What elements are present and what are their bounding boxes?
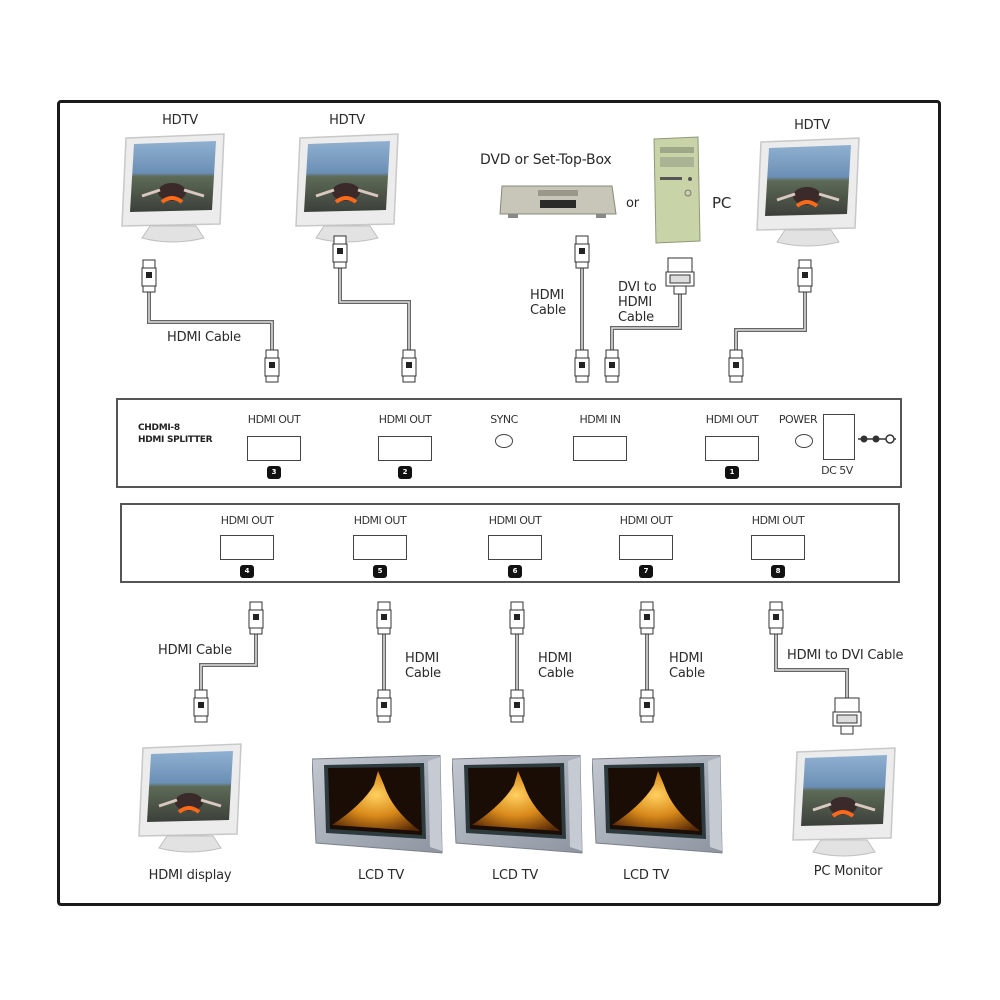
hdmi-plug-icon [639, 689, 655, 723]
hdmi-plug-icon [797, 259, 813, 293]
hdmi-plug-icon [193, 689, 209, 723]
cable-label-hdtv-1: HDMI Cable [167, 330, 241, 345]
hdmi-in-label: HDMI IN [579, 413, 621, 426]
hdtv-1-label: HDTV [162, 113, 198, 128]
hdmi-out-port-1[interactable] [705, 436, 759, 461]
hdmi-out-port-6[interactable] [488, 535, 542, 560]
pc-monitor-label: PC Monitor [813, 864, 883, 879]
cable-hdtv-2 [338, 266, 411, 352]
sync-label: SYNC [490, 413, 518, 426]
hdmi-plug-icon [639, 601, 655, 635]
hdmi-plug-icon [376, 601, 392, 635]
power-label: POWER [778, 413, 818, 426]
hdmi-plug-icon [264, 349, 280, 383]
hdmi-plug-icon [509, 601, 525, 635]
hdtv-3-label: HDTV [794, 118, 830, 133]
port-6-label: HDMI OUT [488, 514, 542, 527]
dvd-settopbox-label: DVD or Set-Top-Box [480, 152, 612, 168]
lcd-tv-1-label: LCD TV [357, 868, 405, 883]
lcd-tv-3-label: LCD TV [622, 868, 670, 883]
port-4-label: HDMI OUT [220, 514, 274, 527]
port-number-badge: 6 [508, 565, 522, 578]
diagram-frame [57, 100, 941, 906]
lcd-tv-3-icon [592, 755, 723, 854]
hdmi-out-port-2[interactable] [378, 436, 432, 461]
splitter-rear-panel: HDMI OUT 4 HDMI OUT 5 HDMI OUT 6 HDMI OU… [120, 503, 900, 583]
hdmi-plug-icon [509, 689, 525, 723]
cable-label-out-8: HDMI to DVI Cable [787, 648, 904, 663]
port-7-label: HDMI OUT [619, 514, 673, 527]
hdmi-out-port-8[interactable] [751, 535, 805, 560]
cable-out-8 [774, 632, 849, 700]
lcd-tv-1-icon [312, 755, 443, 854]
hdmi-display-monitor-icon [137, 742, 243, 854]
hdmi-display-label: HDMI display [148, 868, 232, 883]
port-5-label: HDMI OUT [353, 514, 407, 527]
cable-label-dvi-to-hdmi: DVI to HDMI Cable [618, 280, 657, 325]
port-number-badge: 5 [373, 565, 387, 578]
port-1-label: HDMI OUT [705, 413, 759, 426]
hdmi-plug-icon [401, 349, 417, 383]
hdmi-plug-icon [604, 349, 620, 383]
splitter-front-panel: CHDMI-8 HDMI SPLITTER HDMI OUT 3 HDMI OU… [116, 398, 902, 488]
port-number-badge: 2 [398, 466, 412, 479]
port-3-label: HDMI OUT [247, 413, 301, 426]
sync-led [495, 434, 513, 448]
cable-label-out-4: HDMI Cable [158, 643, 232, 658]
cable-label-source-hdmi: HDMI Cable [530, 288, 566, 318]
model-label: CHDMI-8 HDMI SPLITTER [138, 423, 213, 445]
port-number-badge: 1 [725, 466, 739, 479]
cable-label-out-5: HDMI Cable [405, 651, 441, 681]
hdmi-plug-icon [574, 349, 590, 383]
hdmi-out-port-3[interactable] [247, 436, 301, 461]
pc-tower-icon [653, 136, 701, 244]
or-label: or [626, 196, 639, 211]
hdmi-out-port-4[interactable] [220, 535, 274, 560]
hdtv-2-label: HDTV [329, 113, 365, 128]
hdmi-plug-icon [248, 601, 264, 635]
hdmi-plug-icon [141, 259, 157, 293]
cable-label-out-7: HDMI Cable [669, 651, 705, 681]
port-number-badge: 3 [267, 466, 281, 479]
cable-out-4 [199, 632, 258, 690]
port-number-badge: 4 [240, 565, 254, 578]
hdmi-plug-icon [574, 235, 590, 269]
hdmi-plug-icon [728, 349, 744, 383]
dvi-plug-icon [665, 257, 695, 295]
dc-label: DC 5V [821, 464, 853, 477]
hdmi-plug-icon [376, 689, 392, 723]
pc-monitor-icon [791, 746, 897, 858]
cable-label-out-6: HDMI Cable [538, 651, 574, 681]
dvd-player-icon [499, 185, 617, 218]
hdmi-out-port-5[interactable] [353, 535, 407, 560]
dvi-plug-icon [832, 697, 862, 735]
dc-power-jack[interactable] [823, 414, 855, 460]
hdmi-in-port[interactable] [573, 436, 627, 461]
cable-hdtv-3 [734, 290, 807, 352]
hdmi-out-port-7[interactable] [619, 535, 673, 560]
port-number-badge: 7 [639, 565, 653, 578]
lcd-tv-2-label: LCD TV [491, 868, 539, 883]
power-led [795, 434, 813, 448]
port-2-label: HDMI OUT [378, 413, 432, 426]
port-number-badge: 8 [771, 565, 785, 578]
hdmi-plug-icon [332, 235, 348, 269]
pc-label: PC [712, 194, 732, 212]
dc-polarity-icon [858, 434, 896, 444]
hdmi-plug-icon [768, 601, 784, 635]
lcd-tv-2-icon [452, 755, 583, 854]
port-8-label: HDMI OUT [751, 514, 805, 527]
